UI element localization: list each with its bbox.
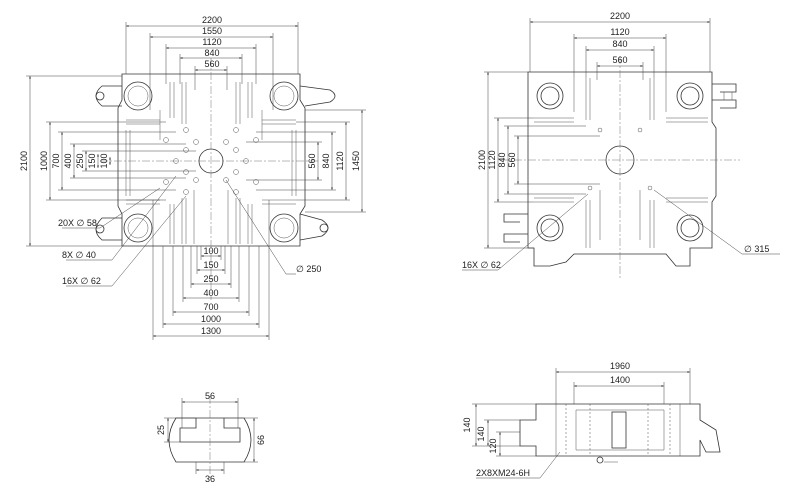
dim-label: 1550	[202, 26, 222, 36]
dim-label: 140	[476, 426, 486, 441]
dim-label: 36	[205, 474, 215, 484]
dim-label: 560	[307, 153, 317, 168]
front-left-dimensions: 2100 1000 700 400 250 150 100	[19, 75, 196, 247]
dim-label: 1000	[201, 314, 221, 324]
dim-label: 1450	[351, 151, 361, 171]
dim-label: 150	[87, 153, 97, 168]
dim-label: 1400	[610, 375, 630, 385]
dim-label: 560	[507, 152, 517, 167]
dim-label: 1120	[487, 150, 497, 169]
dim-label: 1000	[39, 151, 49, 171]
dim-label: 2100	[19, 151, 29, 171]
dim-label: 250	[203, 274, 218, 284]
callout-holes-58: 20X ∅ 58	[58, 218, 97, 228]
dim-label: 560	[204, 59, 219, 69]
dim-label: 66	[256, 435, 266, 445]
dim-label: 120	[488, 438, 498, 453]
callout-holes-62: 16X ∅ 62	[62, 276, 101, 286]
callout-holes-62: 16X ∅ 62	[462, 260, 501, 270]
dim-label: 250	[75, 153, 85, 168]
dim-label: 840	[204, 48, 219, 58]
callout-holes-40: 8X ∅ 40	[62, 250, 96, 260]
rear-top-dimensions: 2200 1120 840 560	[529, 11, 711, 80]
dim-label: 1300	[201, 326, 221, 336]
dim-label: 25	[156, 425, 166, 435]
dim-label: 1120	[335, 151, 345, 170]
callout-center-hole: ∅ 250	[296, 264, 321, 274]
front-bottom-dimensions: 100 150 250 400 700 1000 1300	[152, 200, 270, 340]
rear-left-dimensions: 2100 1120 840 560	[477, 71, 600, 249]
front-platen-view: 2200 1550 1120 840 560 2100 1000 700 400…	[19, 15, 366, 340]
dim-label: 400	[203, 288, 218, 298]
dim-label: 2200	[202, 15, 222, 25]
side-view: 1960 1400 140 140 120 2X8XM24-6H	[462, 361, 721, 479]
dim-label: 140	[462, 417, 472, 432]
dim-label: 100	[99, 153, 109, 168]
callout-tie-bar-hole: ∅ 315	[744, 244, 769, 254]
dim-label: 2100	[477, 150, 487, 170]
dim-label: 56	[205, 391, 215, 401]
rear-platen-view: 2200 1120 840 560 2100 1120 840 560 16X …	[462, 11, 780, 280]
dim-label: 840	[321, 153, 331, 168]
dim-label: 560	[612, 55, 627, 65]
dim-label: 840	[497, 152, 507, 167]
dim-label: 400	[63, 153, 73, 168]
rear-callouts: 16X ∅ 62 ∅ 315	[462, 189, 780, 271]
front-top-dimensions: 2200 1550 1120 840 560	[125, 15, 299, 110]
dim-label: 150	[203, 260, 218, 270]
t-slot-detail: 56 25 66 36	[156, 391, 266, 484]
dim-label: 1960	[610, 361, 630, 371]
callout-threaded-holes: 2X8XM24-6H	[476, 468, 530, 478]
dim-label: 700	[203, 302, 218, 312]
dim-label: 1120	[202, 37, 221, 47]
dim-label: 100	[203, 246, 218, 256]
dim-label: 700	[51, 153, 61, 168]
front-callouts: 20X ∅ 58 8X ∅ 40 16X ∅ 62 ∅ 250	[58, 175, 321, 287]
dim-label: 2200	[610, 11, 630, 21]
front-right-dimensions: 560 840 1120 1450	[246, 109, 366, 213]
dim-label: 840	[612, 39, 627, 49]
dim-label: 1120	[610, 27, 629, 37]
